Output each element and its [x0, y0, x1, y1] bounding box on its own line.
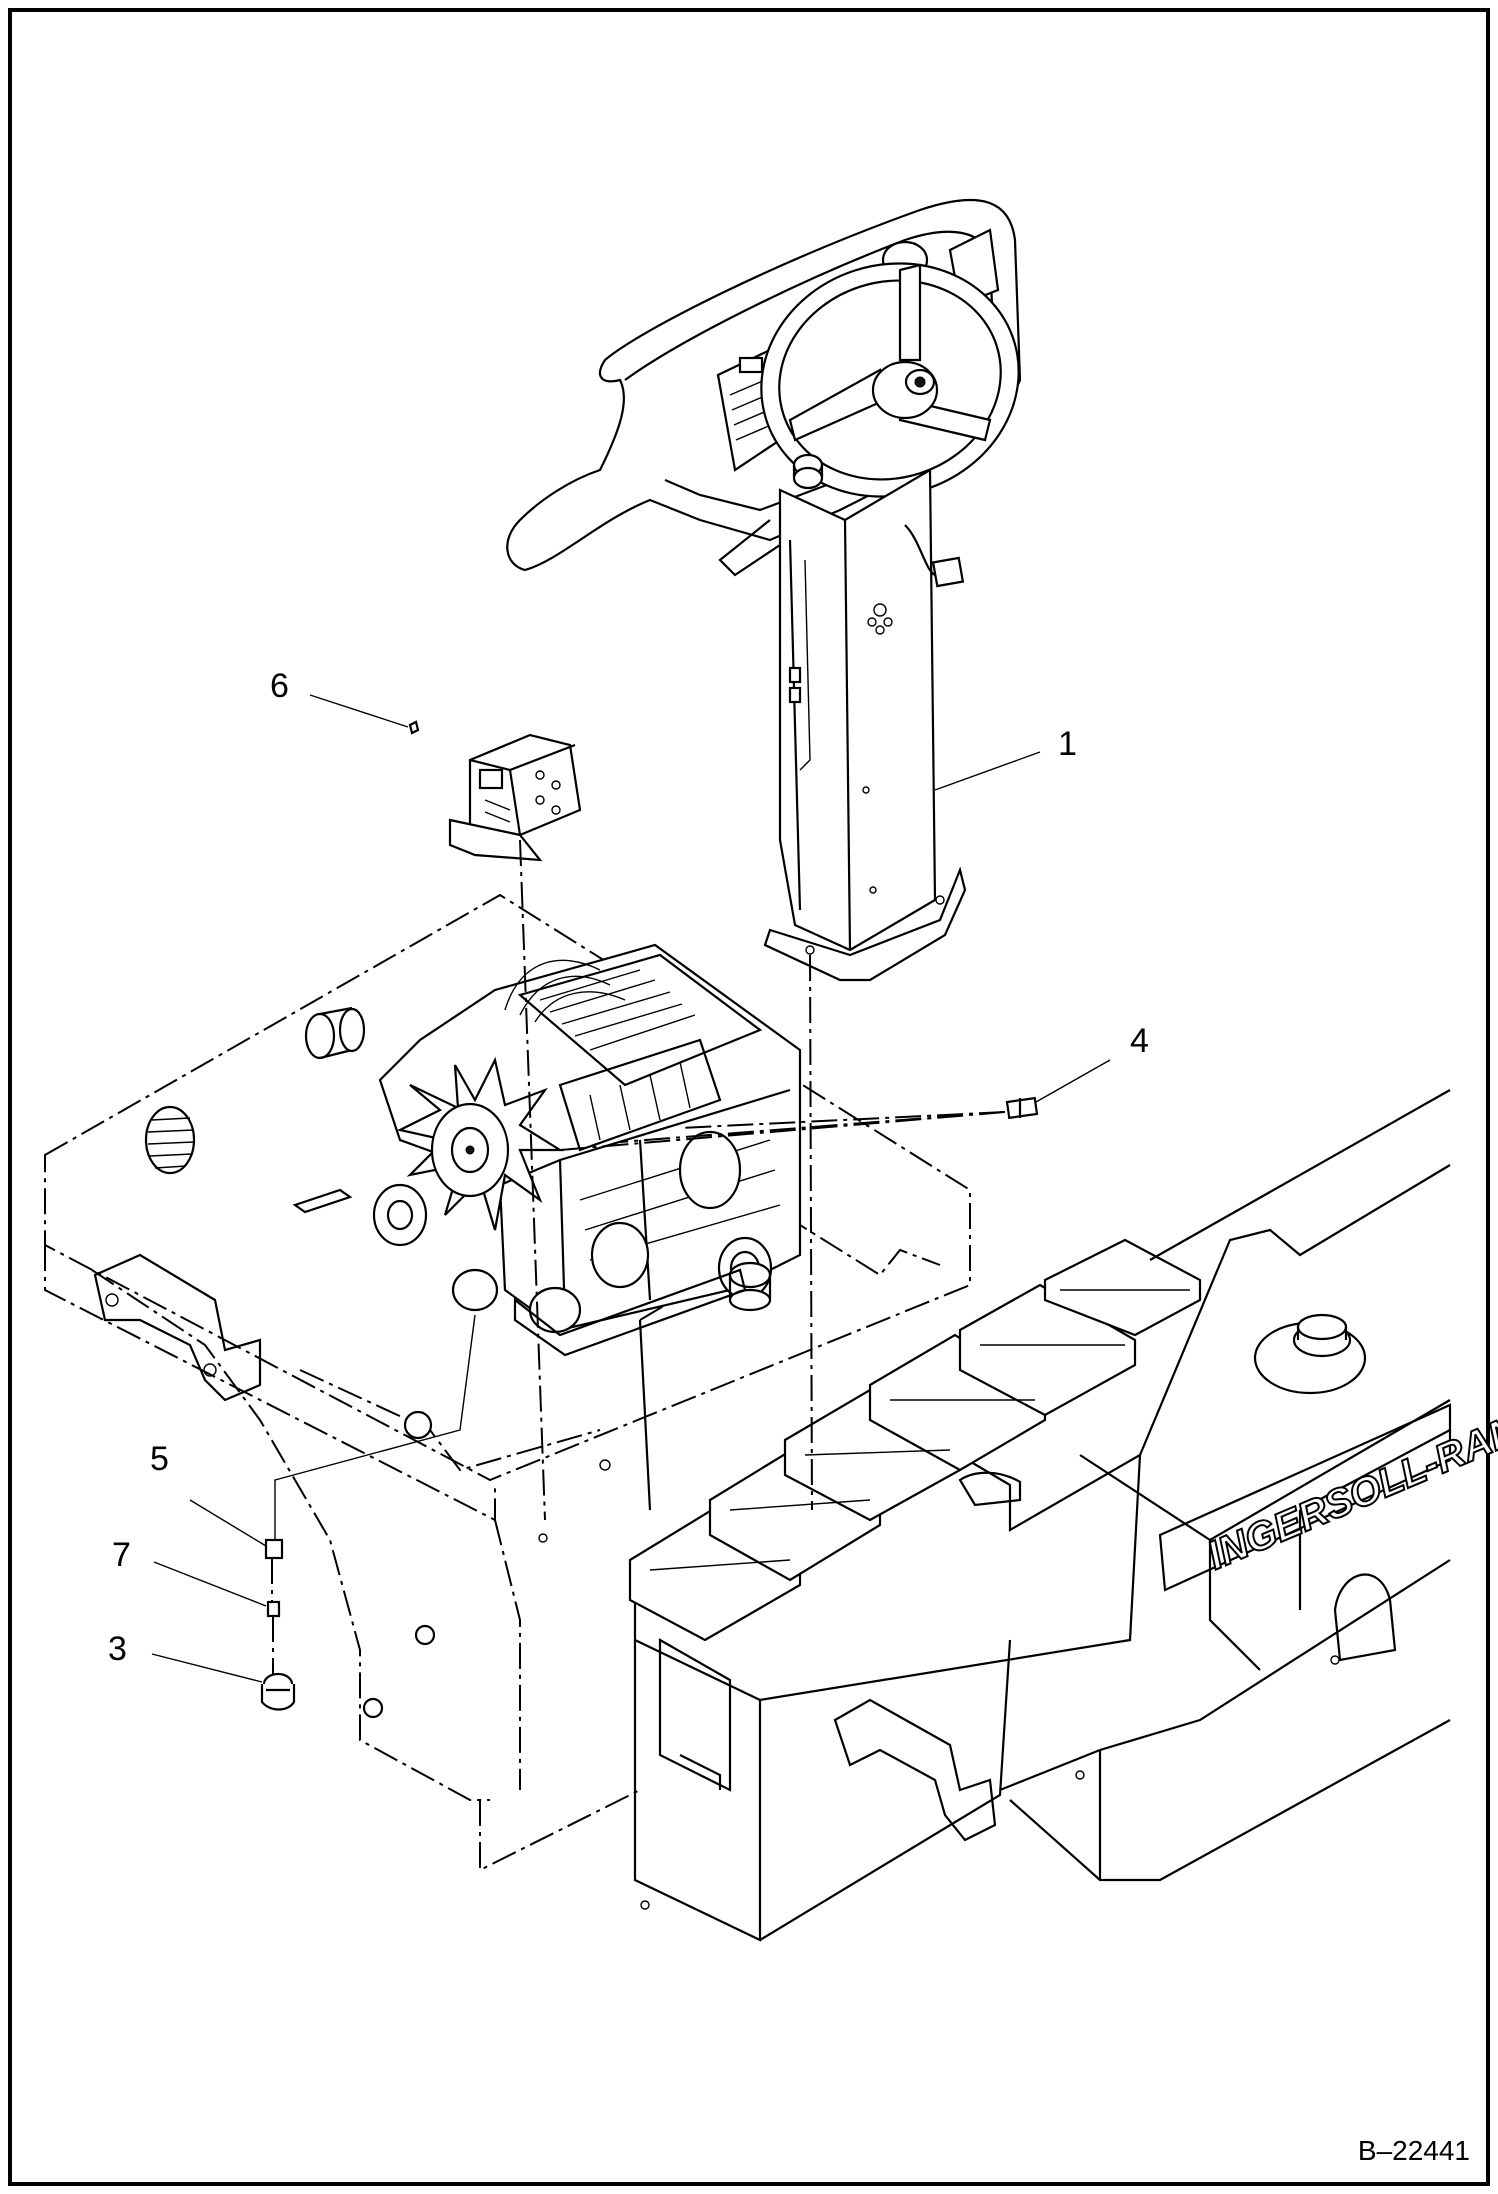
brand-logo: INGERSOLL-RAND — [1201, 1396, 1498, 1578]
phantom-lines — [271, 839, 1006, 1675]
callout-6: 6 — [270, 667, 409, 728]
callout-7: 7 — [112, 1536, 267, 1607]
front-chassis — [44, 893, 971, 1872]
fan — [396, 1056, 564, 1231]
callout-6-label: 6 — [270, 667, 289, 705]
steering-wheel — [760, 262, 1020, 498]
callout-1: 1 — [934, 725, 1077, 791]
control-module — [408, 720, 582, 862]
callout-5-label: 5 — [150, 1440, 169, 1478]
step-treads — [628, 1238, 1202, 1642]
adapter-part-5 — [264, 1538, 284, 1560]
steering-console — [506, 198, 1022, 982]
callout-3: 3 — [108, 1630, 263, 1683]
engine-assembly — [372, 943, 802, 1357]
sensor-part-4 — [1005, 1096, 1039, 1120]
figure-number: B–22441 — [1358, 2135, 1470, 2166]
callout-4-label: 4 — [1130, 1022, 1149, 1060]
callout-5: 5 — [150, 1440, 267, 1547]
callout-7-label: 7 — [112, 1536, 131, 1574]
callout-3-label: 3 — [108, 1630, 127, 1668]
switch-part-3 — [260, 1672, 296, 1711]
callout-1-label: 1 — [1058, 725, 1077, 763]
callout-4: 4 — [1035, 1022, 1149, 1103]
fitting-part-7 — [266, 1600, 281, 1618]
